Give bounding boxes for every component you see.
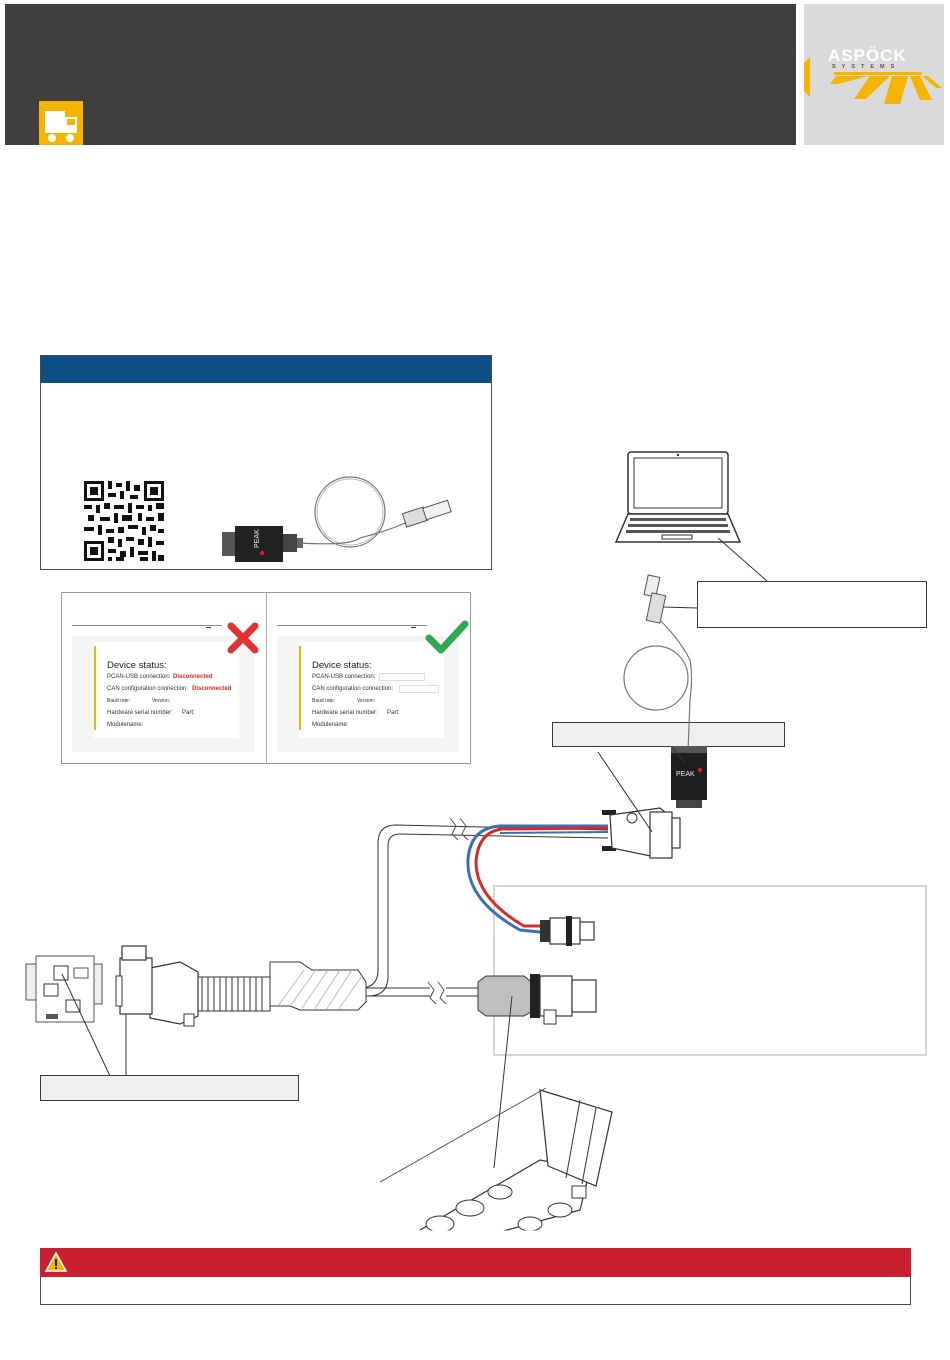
status-label: Baud rate: — [107, 698, 131, 704]
status-label: PCAN-USB connection: — [312, 674, 376, 680]
status-value-field — [379, 673, 425, 681]
status-label: Baud rate: — [312, 698, 336, 704]
status-value: Part: — [387, 710, 400, 716]
window-titlebar-line — [277, 625, 427, 626]
window-minimize-mark — [411, 627, 416, 628]
adapter-brand-text: PEAK — [254, 529, 261, 548]
usb-cable-image: PEAK — [623, 574, 707, 808]
status-title: Device status: — [107, 660, 167, 671]
harness-image — [115, 945, 478, 1027]
window-titlebar-line — [72, 625, 222, 626]
warning-triangle-icon — [45, 1252, 67, 1272]
connector-group-box — [493, 885, 927, 1056]
status-card-body — [94, 642, 239, 738]
socket-box-image — [379, 1087, 613, 1234]
status-card: Device status: PCAN-USB connection: Disc… — [72, 636, 254, 752]
truck-icon — [39, 101, 83, 145]
status-value: Disconnected — [173, 674, 213, 680]
small-connector-image — [540, 916, 595, 946]
laptop-image — [614, 451, 768, 582]
warning-body — [40, 1277, 911, 1305]
status-value: Part: — [182, 710, 195, 716]
logo-wordmark: ASPÖCK — [828, 46, 907, 65]
device-status-comparison: Device status: PCAN-USB connection: Disc… — [61, 592, 471, 764]
socket-plug-image — [477, 974, 597, 1169]
status-title: Device status: — [312, 660, 372, 671]
adapter-callout-box — [552, 722, 785, 747]
logo-panel: ASPÖCK SYSTEMS — [804, 4, 944, 145]
status-card: Device status: PCAN-USB connection: CAN … — [277, 636, 459, 752]
module-callout-box — [40, 1075, 299, 1101]
qr-code-icon — [84, 481, 164, 561]
laptop-callout-box — [697, 581, 927, 628]
window-minimize-mark — [206, 627, 211, 628]
header-bar — [5, 4, 796, 145]
status-label: CAN configuration connection: — [312, 686, 394, 692]
status-label: Modulename: — [107, 722, 144, 728]
logo-tagline: SYSTEMS — [832, 64, 900, 70]
status-label: Hardware serial number: — [312, 710, 378, 716]
info-box-header — [41, 356, 491, 383]
check-mark-icon — [425, 620, 469, 654]
status-correct: Device status: PCAN-USB connection: CAN … — [267, 593, 471, 763]
panel-divider — [266, 593, 267, 763]
status-value: Version: — [152, 698, 171, 704]
control-module-image — [25, 955, 127, 1077]
cable-lines — [359, 824, 609, 997]
status-label: CAN configuration connection: — [107, 686, 189, 692]
status-value: Version: — [357, 698, 376, 704]
status-label: Hardware serial number: — [107, 710, 173, 716]
pcan-usb-adapter-image: PEAK — [222, 476, 452, 562]
dsub-connector-image — [597, 751, 681, 859]
cross-mark-icon — [227, 622, 259, 654]
status-incorrect: Device status: PCAN-USB connection: Disc… — [62, 593, 266, 763]
status-accent-bar — [94, 646, 96, 730]
status-accent-bar — [299, 646, 301, 730]
status-value: Disconnected — [192, 686, 232, 692]
status-label: Modulename: — [312, 722, 349, 728]
warning-banner — [40, 1248, 911, 1277]
status-label: PCAN-USB connection: — [107, 674, 171, 680]
status-value-field — [399, 685, 439, 693]
adapter-brand-text: PEAK — [676, 771, 695, 778]
aspoeck-logo-icon: ASPÖCK SYSTEMS — [804, 46, 942, 104]
